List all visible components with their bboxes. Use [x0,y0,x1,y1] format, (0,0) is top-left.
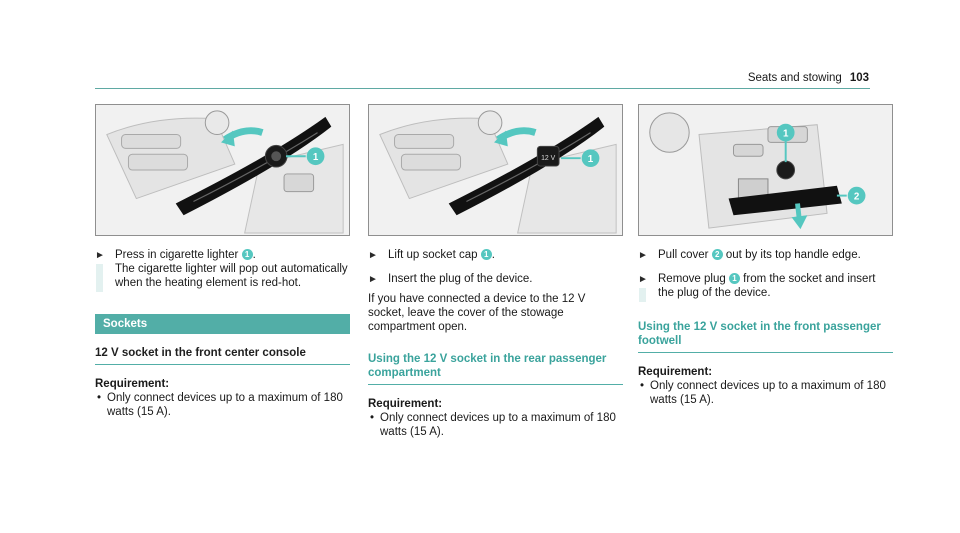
requirement-label: Requirement: [368,398,443,410]
step-arrow-icon: ► [368,274,378,285]
step-arrow-icon: ► [368,250,378,261]
note-text: If you have connected a device to the 12… [368,293,586,333]
footwell-socket-subheading: Using the 12 V socket in the front passe… [638,320,893,353]
requirement-item: Only connect devices up to a maximum of … [638,379,893,407]
step-text: Pull cover [658,249,712,261]
requirement-item: Only connect devices up to a maximum of … [95,391,350,419]
step-text-end: from the socket and insert the plug of t… [658,273,876,299]
figure-footwell-socket: 1 2 [638,104,893,236]
step-text-end: out by its top handle edge. [722,249,861,261]
requirement-item: Only connect devices up to a maximum of … [368,411,623,439]
rear-socket-subheading: Using the 12 V socket in the rear passen… [368,352,623,385]
callout-2: 2 [854,192,860,203]
callout-1: 1 [588,154,594,165]
callout-badge-1: 1 [728,273,740,285]
callout-badge-1: 1 [241,249,253,261]
requirement-label: Requirement: [95,378,170,390]
step-arrow-icon: ► [95,250,105,261]
result-bar [96,264,103,292]
sockets-heading: Sockets [95,314,350,334]
step-arrow-icon: ► [638,250,648,261]
requirement-label: Requirement: [638,366,713,378]
running-head: Seats and stowing 103 [748,71,869,85]
callout-1-circle [306,147,325,166]
step-text-end: . [491,249,495,261]
callout-1: 1 [783,129,789,140]
callout-badge-1: 1 [480,249,492,261]
column-2: 12 V 1 ► Lift up socket cap 1. ► Insert … [368,104,623,439]
step-text: Press in cigarette lighter [115,249,242,261]
column-1: 1 ► Press in cigarette lighter 1. The ci… [95,104,350,419]
step-lift-cap: ► Lift up socket cap 1. [368,248,623,262]
step-text: Remove plug [658,273,729,285]
step-text-end: . [252,249,256,261]
step-press-lighter: ► Press in cigarette lighter 1. The ciga… [95,248,350,292]
step-text: Lift up socket cap [388,249,481,261]
step-arrow-icon: ► [638,274,648,285]
step-remove-plug: ► Remove plug 1 from the socket and inse… [638,272,893,302]
figure-socket-cap: 12 V 1 [368,104,623,236]
callout-badge-2: 2 [711,249,723,261]
callout-1: 1 [313,152,319,163]
socket-label: 12 V [541,155,556,162]
column-3: 1 2 ► Pull cover 2 out by its top handle… [638,104,893,407]
header-rule [95,88,870,89]
result-bar [639,288,646,302]
front-console-subheading: 12 V socket in the front center console [95,346,350,365]
step-pull-cover: ► Pull cover 2 out by its top handle edg… [638,248,893,262]
page-number: 103 [849,72,869,84]
step-insert-plug: ► Insert the plug of the device. [368,272,623,286]
step-text: Insert the plug of the device. [388,273,533,285]
step-result: The cigarette lighter will pop out autom… [115,263,348,289]
figure-cigarette-lighter: 1 [95,104,350,236]
section-title: Seats and stowing [747,72,842,84]
